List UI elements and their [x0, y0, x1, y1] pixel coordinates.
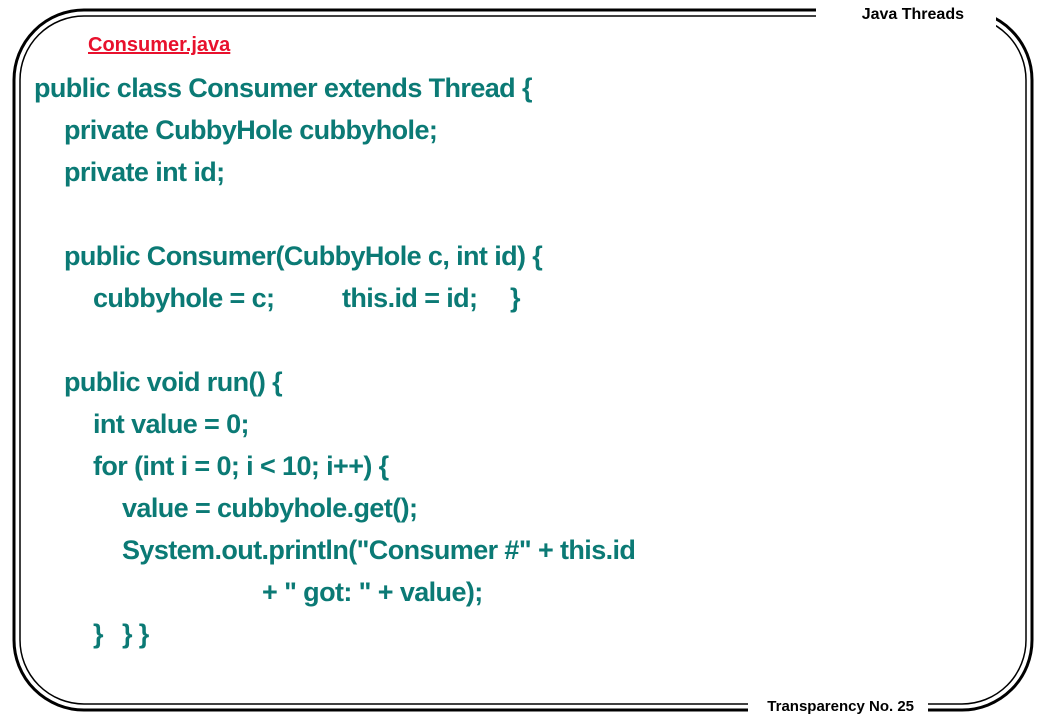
code-line: private int id;	[64, 157, 225, 187]
code-line: }	[510, 283, 521, 313]
code-line: public void run() {	[64, 367, 283, 397]
code-line: cubbyhole = c;	[93, 283, 275, 313]
code-line: this.id = id;	[342, 283, 478, 313]
code-line: + " got: " + value);	[262, 577, 483, 607]
code-line: value = cubbyhole.get();	[122, 493, 418, 523]
transparency-number: Transparency No. 25	[761, 698, 920, 715]
code-line: private CubbyHole cubbyhole;	[64, 115, 438, 145]
file-title: Consumer.java	[88, 34, 231, 56]
code-line: System.out.println("Consumer #" + this.i…	[122, 535, 636, 565]
code-line: }	[93, 619, 104, 649]
code-line: } }	[122, 619, 149, 649]
code-line: int value = 0;	[93, 409, 250, 439]
code-line: for (int i = 0; i < 10; i++) {	[93, 451, 389, 481]
code-line: public Consumer(CubbyHole c, int id) {	[64, 241, 543, 271]
code-line: public class Consumer extends Thread {	[34, 73, 532, 103]
header-title: Java Threads	[857, 6, 968, 24]
